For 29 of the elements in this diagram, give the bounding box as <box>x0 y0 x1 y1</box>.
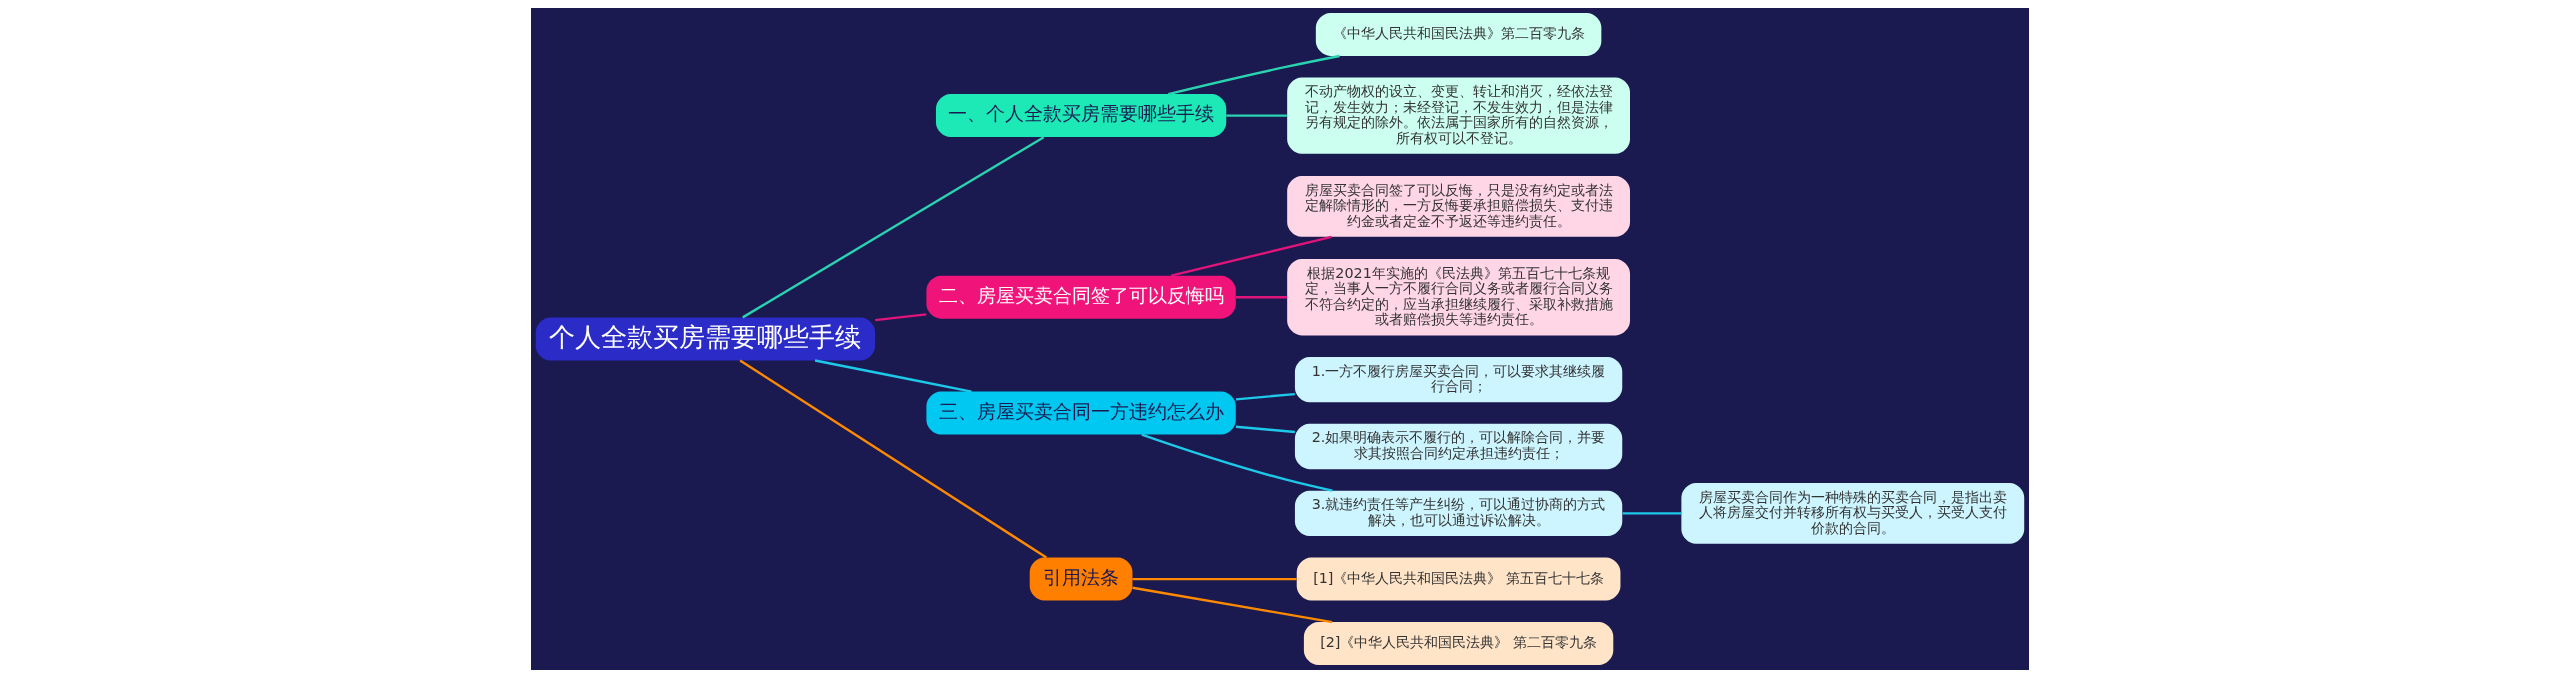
connector <box>1141 433 1333 492</box>
connector <box>742 136 1045 319</box>
node-box: 房屋买卖合同作为一种特殊的买卖合同，是指出卖人将房屋交付并转移所有权与买受人，买受人支付价款的合同。 <box>1681 482 2025 544</box>
node-box: 不动产物权的设立、变更、转让和消灭，经依法登记，发生效力；未经登记，不发生效力，但是法律另有规定的除外。依法属于国家所有的自然资源，所有权可以不登记。 <box>1287 77 1630 154</box>
node-box: 《中华人民共和国民法典》第二百零九条 <box>1315 12 1602 56</box>
connector <box>1132 586 1333 624</box>
connector <box>1226 114 1287 117</box>
node-box: 一、个人全款买房需要哪些手续 <box>935 94 1227 138</box>
connector <box>875 313 927 322</box>
node-box: 房屋买卖合同签了可以反悔，只是没有约定或者法定解除情形的，一方反悔要承担赔偿损失、支付违约金或者定金不予返还等违约责任。 <box>1287 175 1630 237</box>
connector <box>1235 296 1287 299</box>
connector <box>1168 54 1340 96</box>
node-box: 二、房屋买卖合同签了可以反悔吗 <box>926 275 1236 319</box>
node-box: 三、房屋买卖合同一方违约怎么办 <box>926 391 1236 435</box>
connector <box>739 359 1048 559</box>
connector <box>1235 392 1295 401</box>
node-box: 根据2021年实施的《民法典》第五百七十七条规定，当事人一方不履行合同义务或者履行合同义务不符合约定的，应当承担继续履行、采取补救措施或者赔偿损失等违约责任。 <box>1287 258 1630 336</box>
node-box: [1]《中华人民共和国民法典》 第五百七十七条 <box>1296 557 1621 601</box>
node-box: 引用法条 <box>1029 557 1133 601</box>
node-box: 2.如果明确表示不履行的，可以解除合同，并要求其按照合同约定承担违约责任； <box>1294 423 1623 470</box>
node-box: 1.一方不履行房屋买卖合同，可以要求其继续履行合同； <box>1294 356 1623 403</box>
connector <box>814 359 972 393</box>
connector <box>1235 425 1295 434</box>
connector <box>1622 512 1682 515</box>
connector <box>1170 235 1332 277</box>
connector <box>1132 577 1297 581</box>
node-box: 个人全款买房需要哪些手续 <box>535 317 876 361</box>
node-box: [2]《中华人民共和国民法典》 第二百零九条 <box>1303 622 1614 666</box>
node-box: 3.就违约责任等产生纠纷，可以通过协商的方式解决，也可以通过诉讼解决。 <box>1294 490 1623 537</box>
